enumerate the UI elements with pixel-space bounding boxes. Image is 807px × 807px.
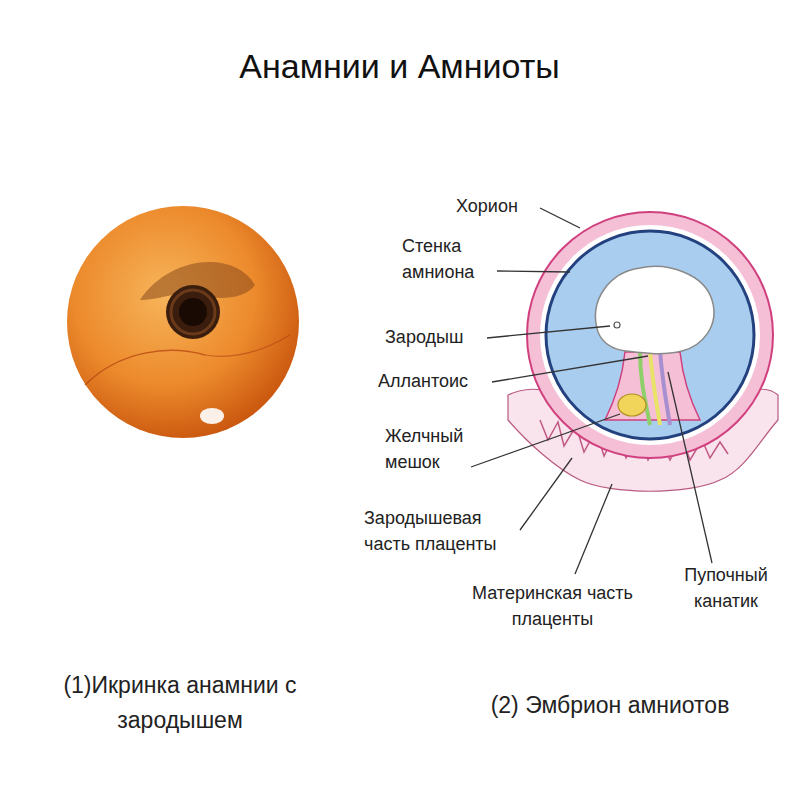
chorion-gap (540, 225, 760, 445)
chorion (527, 212, 773, 458)
amnion (546, 231, 754, 439)
embryo (596, 266, 714, 353)
umbilical-cord (640, 350, 670, 425)
embryo-eye (614, 322, 620, 328)
fish-egg (67, 206, 299, 438)
caption: (2) Эмбрион амниотов (440, 688, 780, 723)
part-label: Зародыш (385, 324, 485, 350)
part-label: Аллантоис (378, 368, 490, 394)
part-label: Зародышевая часть плаценты (364, 505, 514, 557)
part-label: Стенка амниона (402, 233, 502, 285)
caption: (1)Икринка анамнии с зародышем (20, 668, 340, 737)
part-label: Желчный мешок (385, 423, 485, 475)
part-label: Хорион (456, 193, 546, 219)
leader-lines (471, 208, 712, 574)
yolk-sac (618, 394, 646, 416)
part-label: Пупочный канатик (670, 562, 782, 614)
part-label: Материнская часть плаценты (470, 580, 635, 632)
title: Анамнии и Амниоты (0, 46, 803, 87)
